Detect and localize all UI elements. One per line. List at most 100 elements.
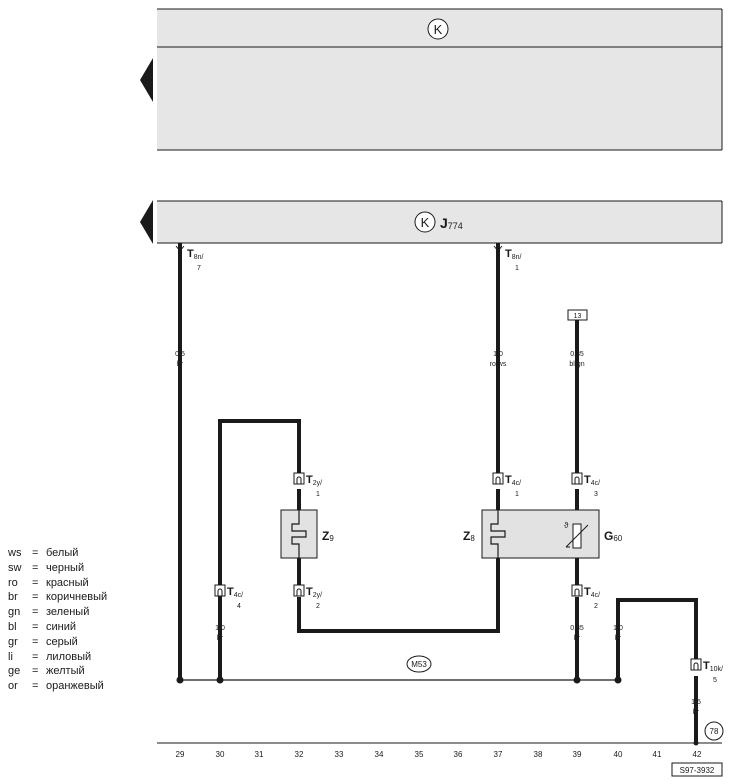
ref-circle-78: 78 (704, 721, 724, 741)
g60-label: G60 (604, 529, 623, 543)
color-legend: ws=белый sw=черный ro=красный br=коричне… (8, 546, 107, 694)
legend-color-name: синий (46, 620, 77, 633)
connector-t4c-2-pin: 2 (594, 603, 598, 610)
junction-dot (216, 676, 224, 684)
ground-bus-m53: M53 (176, 655, 622, 684)
wire-37-size: 1,0 (493, 351, 503, 358)
wire-39-color: bl/gn (569, 361, 584, 368)
connector-t4c-4-pin: 4 (237, 603, 241, 610)
k-circle-icon: K (427, 18, 449, 40)
wire-labels: 0,5 br 1,0 ro/ws 0,35 bl/gn 1,0 br 0,35 … (175, 351, 701, 716)
column-number: 35 (415, 750, 424, 759)
connector-t2y-1: T2y/ (306, 474, 322, 487)
legend-color-name: коричневый (46, 591, 108, 604)
wire-30-size: 1,0 (215, 625, 225, 632)
connector-t4c-3-pin: 3 (594, 491, 598, 498)
connector-t4c-2: T4c/ (584, 586, 600, 599)
wire-29-color: br (177, 361, 184, 368)
junction-dot (573, 676, 581, 684)
doc-code-box: S97-3932 (671, 762, 723, 777)
legend-equals: = (32, 680, 39, 693)
legend-equals: = (32, 620, 39, 633)
component-z8-g60: ϑ Z8 G60 (463, 509, 623, 559)
svg-text:ϑ: ϑ (564, 521, 569, 530)
column-number: 31 (255, 750, 264, 759)
legend-equals: = (32, 591, 39, 604)
legend-row: br = коричневый (8, 590, 107, 605)
wire-39-size: 0,35 (570, 351, 584, 358)
pin-arrow-icon (175, 245, 185, 252)
connector-t8n-7-pin: 7 (197, 265, 201, 272)
connector-t8n-1: T8n/ (505, 248, 522, 261)
wire-42-color: br (693, 709, 700, 716)
legend-code: li (8, 650, 13, 663)
column-number: 36 (454, 750, 463, 759)
wire-30-color: br (217, 635, 224, 642)
legend-code: br (8, 591, 18, 604)
connector-t8n-7: T8n/ (187, 248, 204, 261)
legend-row: ge = желтый (8, 664, 107, 679)
junction-dot (176, 676, 184, 684)
component-z9: Z9 (280, 509, 334, 559)
control-unit-symbol: K (421, 215, 430, 230)
left-arrow-icon (140, 200, 153, 244)
legend-equals: = (32, 665, 39, 678)
connector-t10k-5-pin: 5 (713, 677, 717, 684)
wire-29-size: 0,5 (175, 351, 185, 358)
z8-label: Z8 (463, 529, 475, 543)
connector-t4c-1: T4c/ (505, 474, 521, 487)
wire-40-size: 1,0 (613, 625, 623, 632)
top-block-symbol: K (434, 22, 443, 37)
control-unit-label: J774 (440, 215, 463, 231)
left-arrow-icon (140, 58, 153, 102)
column-number: 39 (573, 750, 582, 759)
legend-equals: = (32, 650, 39, 663)
legend-row: gr=серый (8, 635, 107, 650)
legend-code: bl (8, 620, 17, 633)
legend-row: sw=черный (8, 561, 107, 576)
connector-t8n-1-pin: 1 (515, 265, 519, 272)
legend-row: li = лиловый (8, 650, 107, 665)
column-number: 38 (534, 750, 543, 759)
wires (178, 243, 698, 743)
wire-z9-z8 (297, 558, 500, 633)
legend-code: ws (8, 547, 22, 559)
wire-39b-size: 0,35 (570, 625, 584, 632)
column-ruler: 29 30 31 32 33 34 35 36 37 38 39 40 41 4… (157, 740, 722, 759)
legend-color-name: лиловый (46, 650, 92, 663)
z9-label: Z9 (322, 529, 334, 543)
heater-element-icon (291, 510, 307, 558)
connector-t4c-4: T4c/ (227, 586, 243, 599)
legend-color-name: черный (46, 561, 85, 574)
legend-row: or=оранжевый (8, 679, 107, 694)
legend-color-name: серый (46, 635, 78, 648)
legend-code: gr (8, 635, 18, 648)
column-number: 40 (614, 750, 623, 759)
legend-equals: = (32, 547, 39, 559)
temperature-sensor-icon: ϑ (564, 521, 589, 549)
connector-t10k-5: T10k/ (703, 660, 723, 673)
pin-icon (492, 472, 504, 485)
pin-icon (571, 472, 583, 485)
legend-color-name: оранжевый (46, 680, 104, 693)
column-number: 34 (375, 750, 384, 759)
connector-pins (175, 245, 702, 671)
wire-42-size: 1,5 (691, 699, 701, 706)
legend-color-name: красный (46, 576, 89, 589)
legend-code: ge (8, 665, 21, 678)
m53-label: M53 (411, 660, 427, 669)
wire-37-color: ro/ws (490, 361, 507, 368)
column-number: 33 (335, 750, 344, 759)
legend-color-name: зеленый (46, 606, 90, 619)
wire-40-color: br (615, 635, 622, 642)
pin-arrow-icon (493, 245, 503, 252)
legend-color-name: желтый (46, 665, 85, 678)
pin-icon (293, 584, 305, 597)
pin-icon (571, 584, 583, 597)
column-number: 29 (176, 750, 185, 759)
pin-icon (214, 584, 226, 597)
wire-loop-30-32 (218, 419, 301, 680)
column-number: 32 (295, 750, 304, 759)
connector-t2y-2: T2y/ (306, 586, 322, 599)
